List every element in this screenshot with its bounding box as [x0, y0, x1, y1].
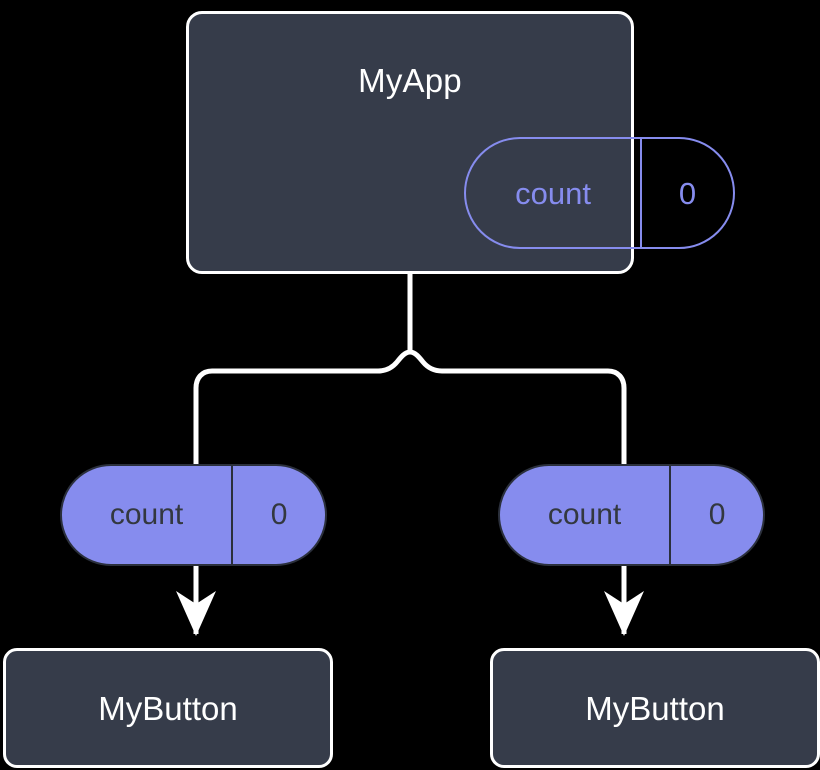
state-pill-key: count — [109, 498, 184, 531]
state-pill-key: count — [547, 498, 622, 531]
state-pill-value: 0 — [231, 466, 325, 564]
state-pill-myapp-count[interactable]: count 0 — [464, 137, 735, 249]
state-pill-right-count[interactable]: count 0 — [498, 464, 765, 566]
state-pill-key: count — [515, 175, 591, 211]
node-myapp[interactable]: MyApp count 0 — [186, 11, 735, 274]
node-mybutton-right-label: MyButton — [585, 689, 725, 727]
edge-branch-right — [407, 349, 627, 473]
state-pill-value: 0 — [669, 466, 763, 564]
state-pill-left-count[interactable]: count 0 — [60, 464, 327, 566]
node-myapp-label: MyApp — [358, 62, 462, 99]
node-mybutton-left-label: MyButton — [98, 689, 238, 727]
state-pill-value: 0 — [640, 139, 733, 247]
node-mybutton-left[interactable]: MyButton — [3, 648, 333, 768]
edge-branch-left — [193, 349, 413, 473]
node-mybutton-right[interactable]: MyButton — [490, 648, 820, 768]
